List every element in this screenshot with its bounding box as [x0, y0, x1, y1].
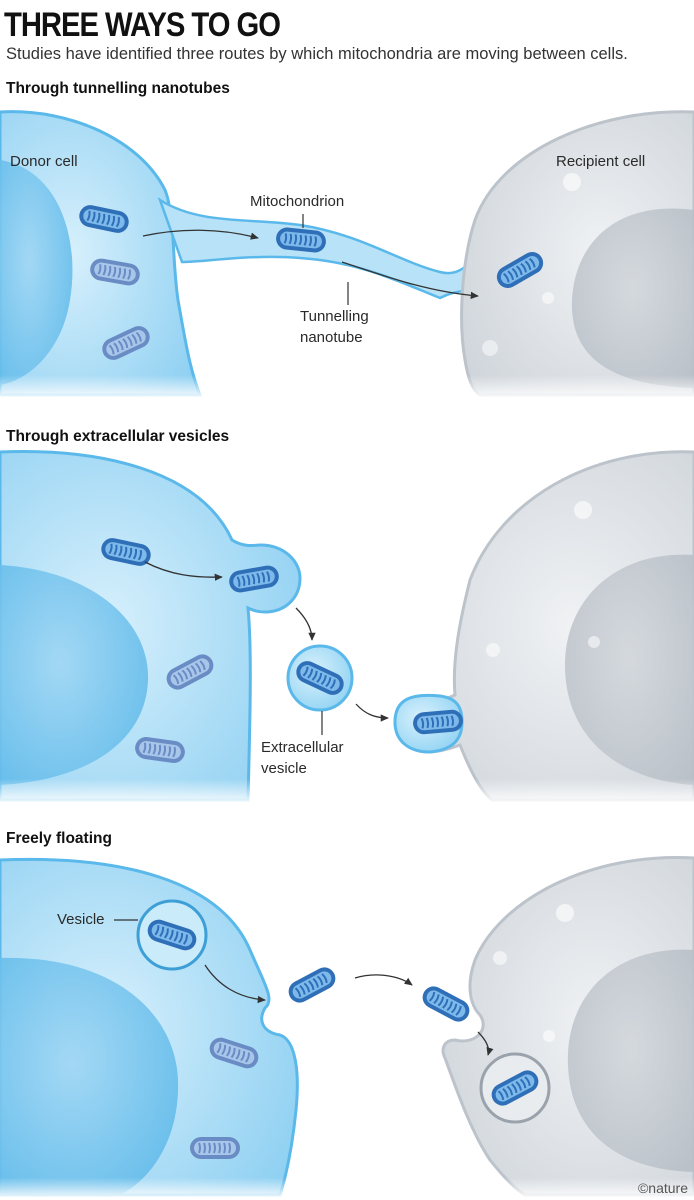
- mitochondrion-icon: [283, 962, 341, 1008]
- arrow: [477, 1031, 494, 1056]
- mitochondrion-icon: [189, 1136, 241, 1160]
- arrow: [295, 607, 316, 641]
- label-recipient-cell: Recipient cell: [556, 153, 646, 170]
- page-subtitle: Studies have identified three routes by …: [6, 45, 628, 63]
- section-title-floating: Freely floating: [6, 830, 112, 847]
- panel-freely-floating: [0, 855, 694, 1200]
- arrow: [354, 974, 413, 986]
- arrow: [204, 964, 266, 1004]
- panel-nanotubes: [0, 110, 694, 400]
- arrow: [142, 229, 259, 240]
- section-title-vesicles: Through extracellular vesicles: [6, 428, 230, 445]
- arrow: [355, 703, 389, 722]
- label-donor-cell: Donor cell: [10, 153, 78, 170]
- page-title: THREE WAYS TO GO: [4, 6, 281, 44]
- credit: ©nature: [637, 1180, 688, 1196]
- label-vesicle: vesicle: [261, 760, 307, 777]
- arrow: [144, 561, 223, 581]
- label-mitochondrion: Mitochondrion: [250, 193, 345, 210]
- mitochondrion-icon: [417, 981, 475, 1027]
- label-extracellular: Extracellular: [261, 739, 344, 756]
- label-vesicle: Vesicle: [57, 911, 105, 928]
- panel-extracellular-vesicles: [0, 450, 694, 805]
- label-nanotube: nanotube: [300, 329, 363, 346]
- section-title-nanotubes: Through tunnelling nanotubes: [6, 80, 230, 97]
- arrow: [341, 261, 479, 300]
- label-tunnelling: Tunnelling: [300, 308, 369, 325]
